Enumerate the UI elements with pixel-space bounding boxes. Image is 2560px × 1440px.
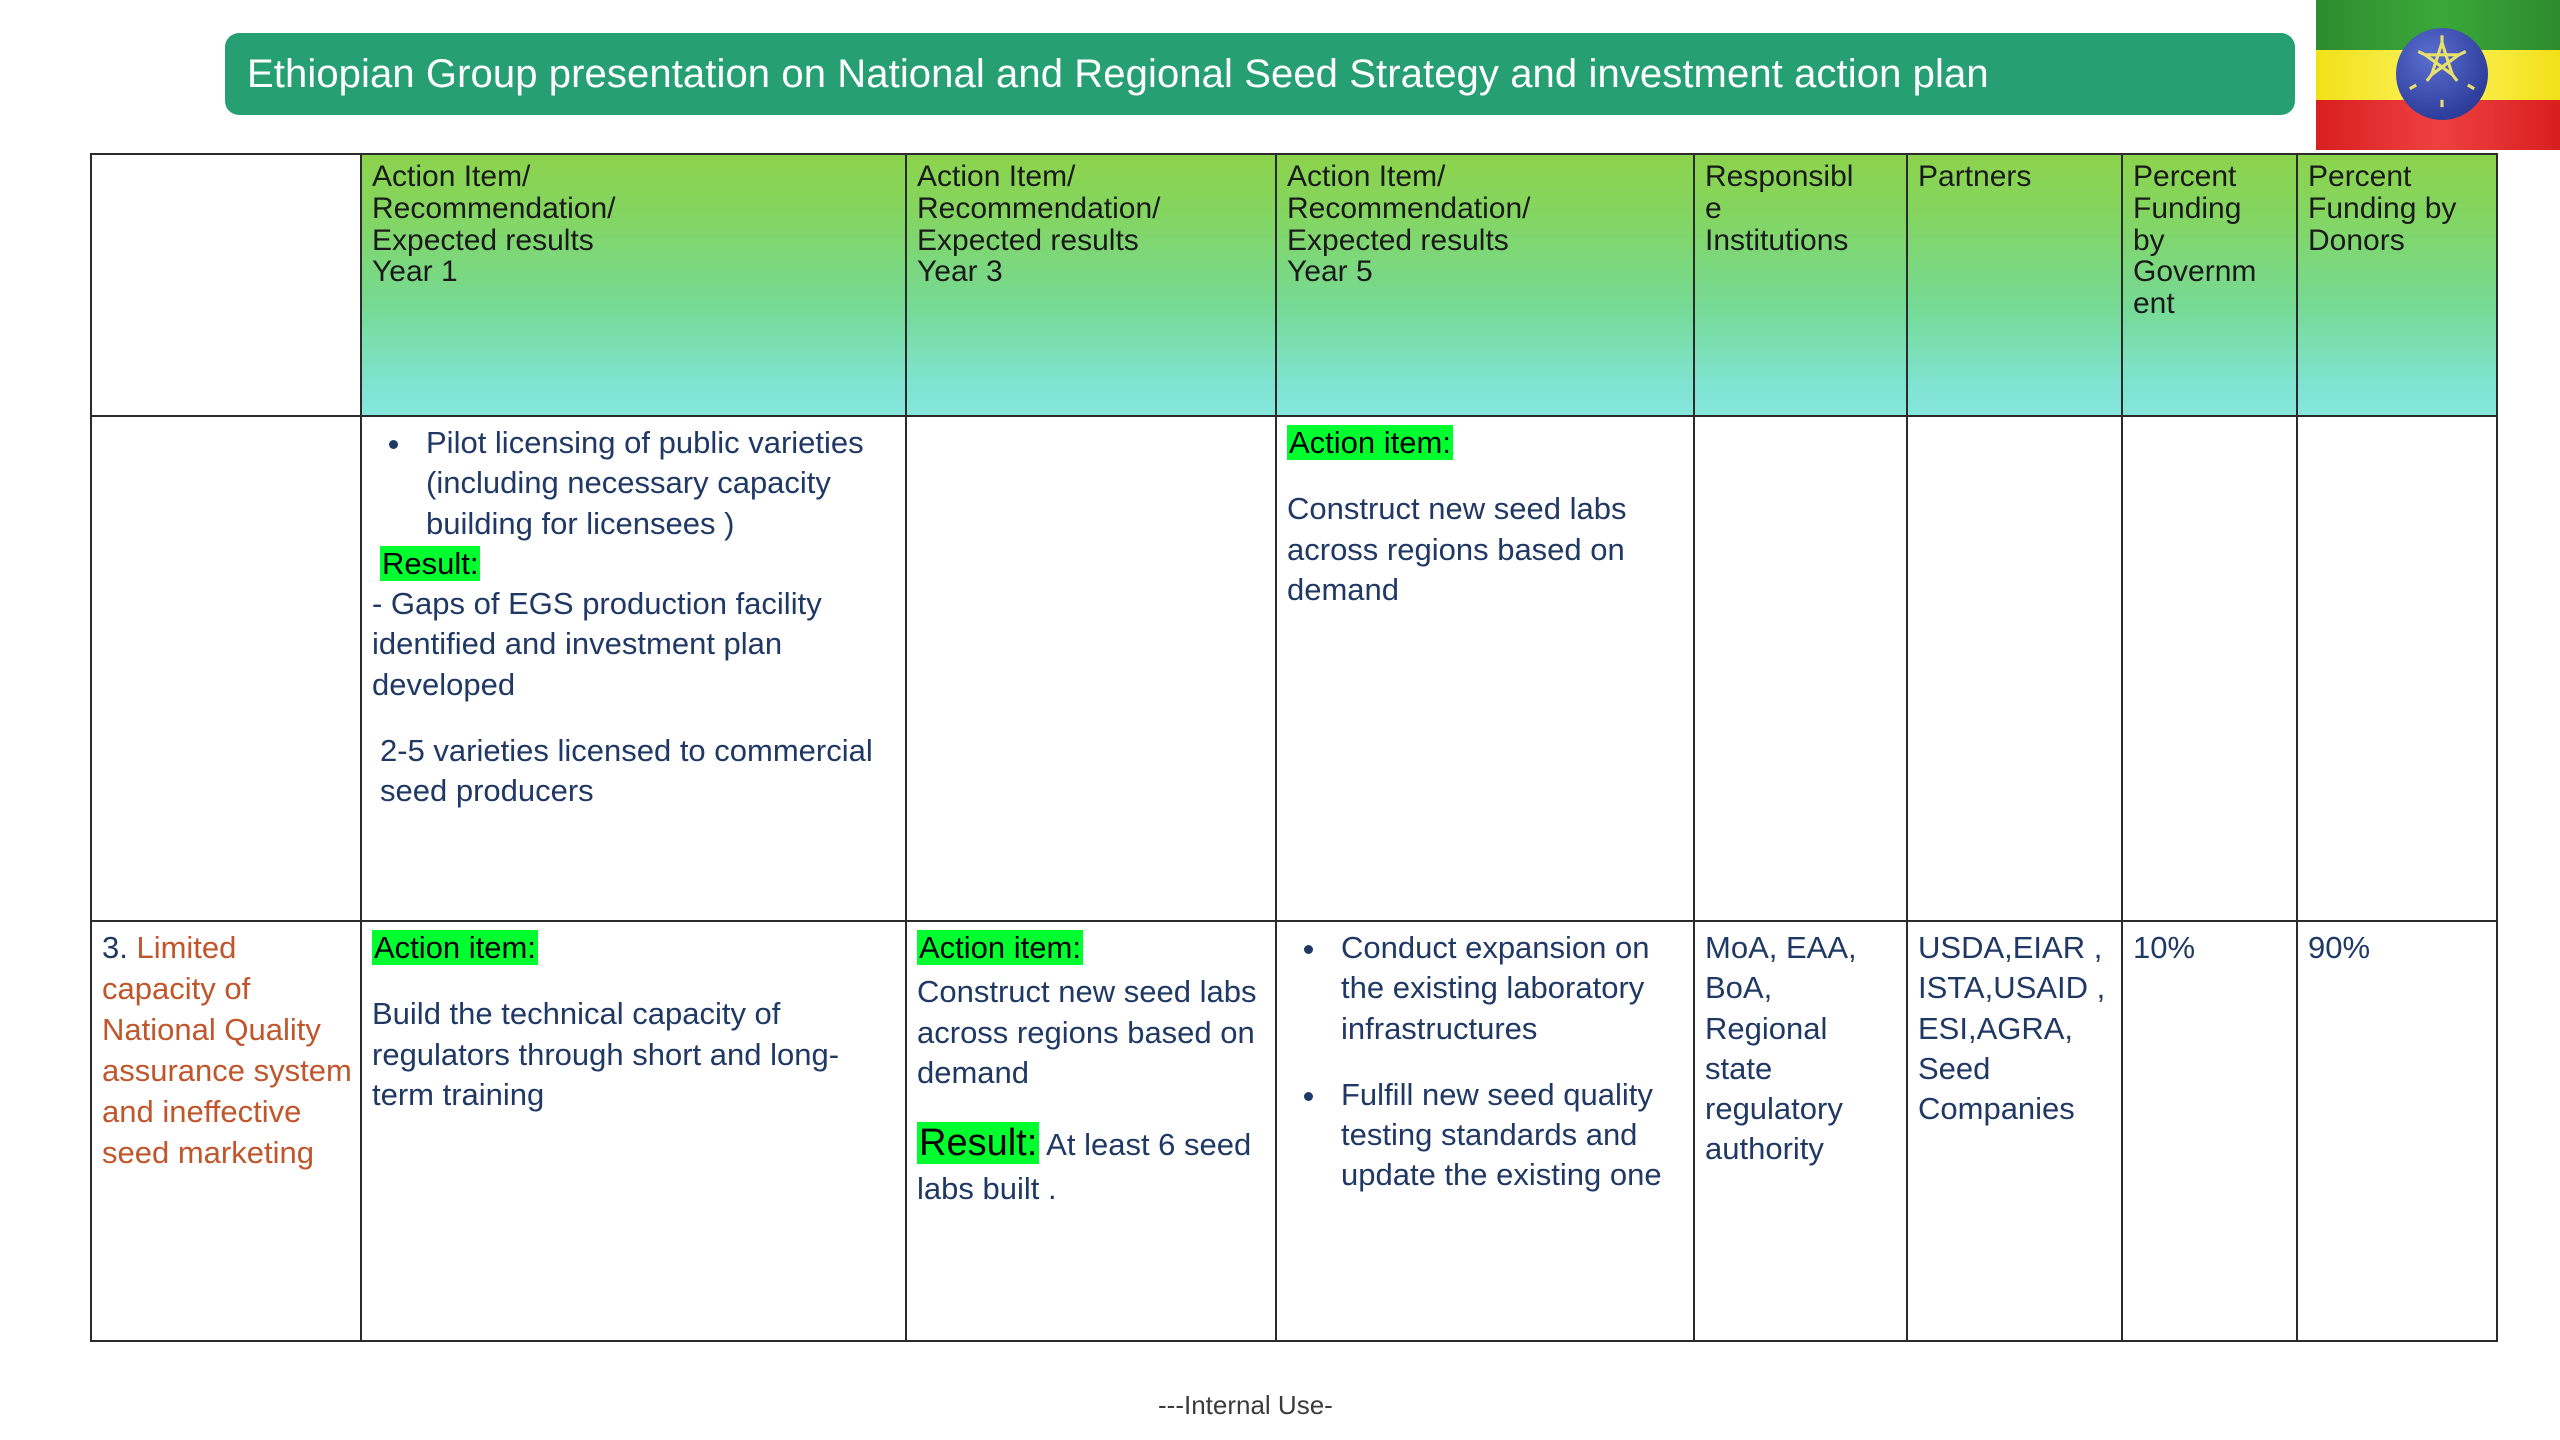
header-line: Action Item/ bbox=[372, 160, 531, 193]
header-line: Expected results bbox=[372, 223, 594, 257]
result-label-wrap: Result: bbox=[372, 544, 897, 584]
header-cell-percent-funding-government: Percent Funding by Governm ent bbox=[2121, 153, 2298, 417]
header-cell-year3: Action Item/ Recommendation/ Expected re… bbox=[905, 153, 1277, 417]
header-cell-responsible-institutions: Responsibl e Institutions bbox=[1693, 153, 1908, 417]
internal-use-watermark: ---Internal Use- bbox=[1158, 1390, 1333, 1420]
header-line: Partners bbox=[1918, 160, 2032, 193]
action-label-wrap: Action item: bbox=[372, 928, 897, 968]
result-label: Result: bbox=[380, 545, 481, 581]
header-line: Funding bbox=[2133, 191, 2242, 225]
table-row: Pilot licensing of public varieties (inc… bbox=[90, 415, 2498, 922]
cell-partners: USDA,EIAR , ISTA,USAID , ESI,AGRA, Seed … bbox=[1906, 920, 2123, 1342]
header-cell-year5: Action Item/ Recommendation/ Expected re… bbox=[1275, 153, 1695, 417]
header-cell-blank bbox=[90, 153, 362, 417]
cell-percent-government bbox=[2121, 415, 2298, 922]
header-cell-percent-funding-donors: Percent Funding by Donors bbox=[2296, 153, 2498, 417]
bullet-list: Pilot licensing of public varieties (inc… bbox=[372, 423, 897, 544]
cell-year3 bbox=[905, 415, 1277, 922]
result-label: Result: bbox=[917, 1122, 1040, 1165]
list-item: Pilot licensing of public varieties (inc… bbox=[414, 423, 897, 544]
header-line: Funding by bbox=[2308, 191, 2457, 225]
header-line: Expected results bbox=[917, 223, 1139, 257]
header-line: by bbox=[2133, 223, 2165, 257]
header-cell-year1: Action Item/ Recommendation/ Expected re… bbox=[360, 153, 907, 417]
header-line: Recommendation/ bbox=[372, 191, 616, 225]
result-text: At least 6 seed labs built . bbox=[917, 1127, 1252, 1206]
header-line: Action Item/ bbox=[917, 160, 1076, 193]
result-line: 2-5 varieties licensed to commercial see… bbox=[380, 733, 873, 809]
action-item-text: Build the technical capacity of regulato… bbox=[372, 996, 840, 1112]
cell-responsible-institutions bbox=[1693, 415, 1908, 922]
header-line: Year 3 bbox=[917, 255, 1003, 289]
header-line: Expected results bbox=[1287, 223, 1509, 257]
action-item-label: Action item: bbox=[917, 930, 1083, 965]
header-line: Action Item/ bbox=[1287, 160, 1446, 193]
cell-responsible-institutions: MoA, EAA, BoA, Regional state regulatory… bbox=[1693, 920, 1908, 1342]
header-line: Governm bbox=[2133, 255, 2257, 289]
header-line: Year 1 bbox=[372, 255, 458, 289]
issue-text: Limited capacity of National Quality ass… bbox=[102, 930, 352, 1170]
header-line: Recommendation/ bbox=[917, 191, 1161, 225]
result-line: - Gaps of EGS production facility identi… bbox=[372, 586, 822, 702]
header-line: e bbox=[1705, 191, 1722, 225]
list-item: Conduct expansion on the existing labora… bbox=[1329, 928, 1685, 1049]
action-item-label: Action item: bbox=[372, 930, 538, 965]
cell-partners bbox=[1906, 415, 2123, 922]
header-line: Percent bbox=[2133, 160, 2237, 193]
table-row: 3. Limited capacity of National Quality … bbox=[90, 920, 2498, 1342]
presentation-title-banner: Ethiopian Group presentation on National… bbox=[225, 33, 2295, 115]
action-item-text: Construct new seed labs across regions b… bbox=[917, 974, 1257, 1090]
header-line: Responsibl bbox=[1705, 160, 1854, 193]
cell-year5: Conduct expansion on the existing labora… bbox=[1275, 920, 1695, 1342]
list-item: Fulfill new seed quality testing standar… bbox=[1329, 1075, 1685, 1196]
table-header-row: Action Item/ Recommendation/ Expected re… bbox=[90, 153, 2498, 417]
header-line: Institutions bbox=[1705, 223, 1849, 257]
cell-year1: Action item: Build the technical capacit… bbox=[360, 920, 907, 1342]
action-label-wrap: Action item: bbox=[917, 928, 1267, 968]
cell-year3: Action item: Construct new seed labs acr… bbox=[905, 920, 1277, 1342]
flag-star-icon bbox=[2409, 35, 2475, 108]
action-item-label: Action item: bbox=[1287, 425, 1453, 460]
cell-year5: Action item: Construct new seed labs acr… bbox=[1275, 415, 1695, 922]
page-title: Ethiopian Group presentation on National… bbox=[247, 52, 1989, 96]
cell-percent-donors: 90% bbox=[2296, 920, 2498, 1342]
header-line: Year 5 bbox=[1287, 255, 1373, 289]
cell-percent-donors bbox=[2296, 415, 2498, 922]
bullet-list: Conduct expansion on the existing labora… bbox=[1287, 928, 1685, 1196]
header-cell-partners: Partners bbox=[1906, 153, 2123, 417]
header-line: ent bbox=[2133, 287, 2175, 321]
header-line: Donors bbox=[2308, 223, 2405, 257]
action-plan-table: Action Item/ Recommendation/ Expected re… bbox=[90, 153, 2498, 1342]
cell-year1: Pilot licensing of public varieties (inc… bbox=[360, 415, 907, 922]
action-item-text: Construct new seed labs across regions b… bbox=[1287, 491, 1627, 607]
cell-issue bbox=[90, 415, 362, 922]
ethiopian-flag-icon bbox=[2316, 0, 2560, 150]
issue-number: 3. bbox=[102, 930, 128, 965]
cell-issue: 3. Limited capacity of National Quality … bbox=[90, 920, 362, 1342]
header-line: Recommendation/ bbox=[1287, 191, 1531, 225]
result-line-wrap: Result: At least 6 seed labs built . bbox=[917, 1119, 1267, 1209]
header-line: Percent bbox=[2308, 160, 2412, 193]
cell-percent-government: 10% bbox=[2121, 920, 2298, 1342]
action-label-wrap: Action item: bbox=[1287, 423, 1685, 463]
